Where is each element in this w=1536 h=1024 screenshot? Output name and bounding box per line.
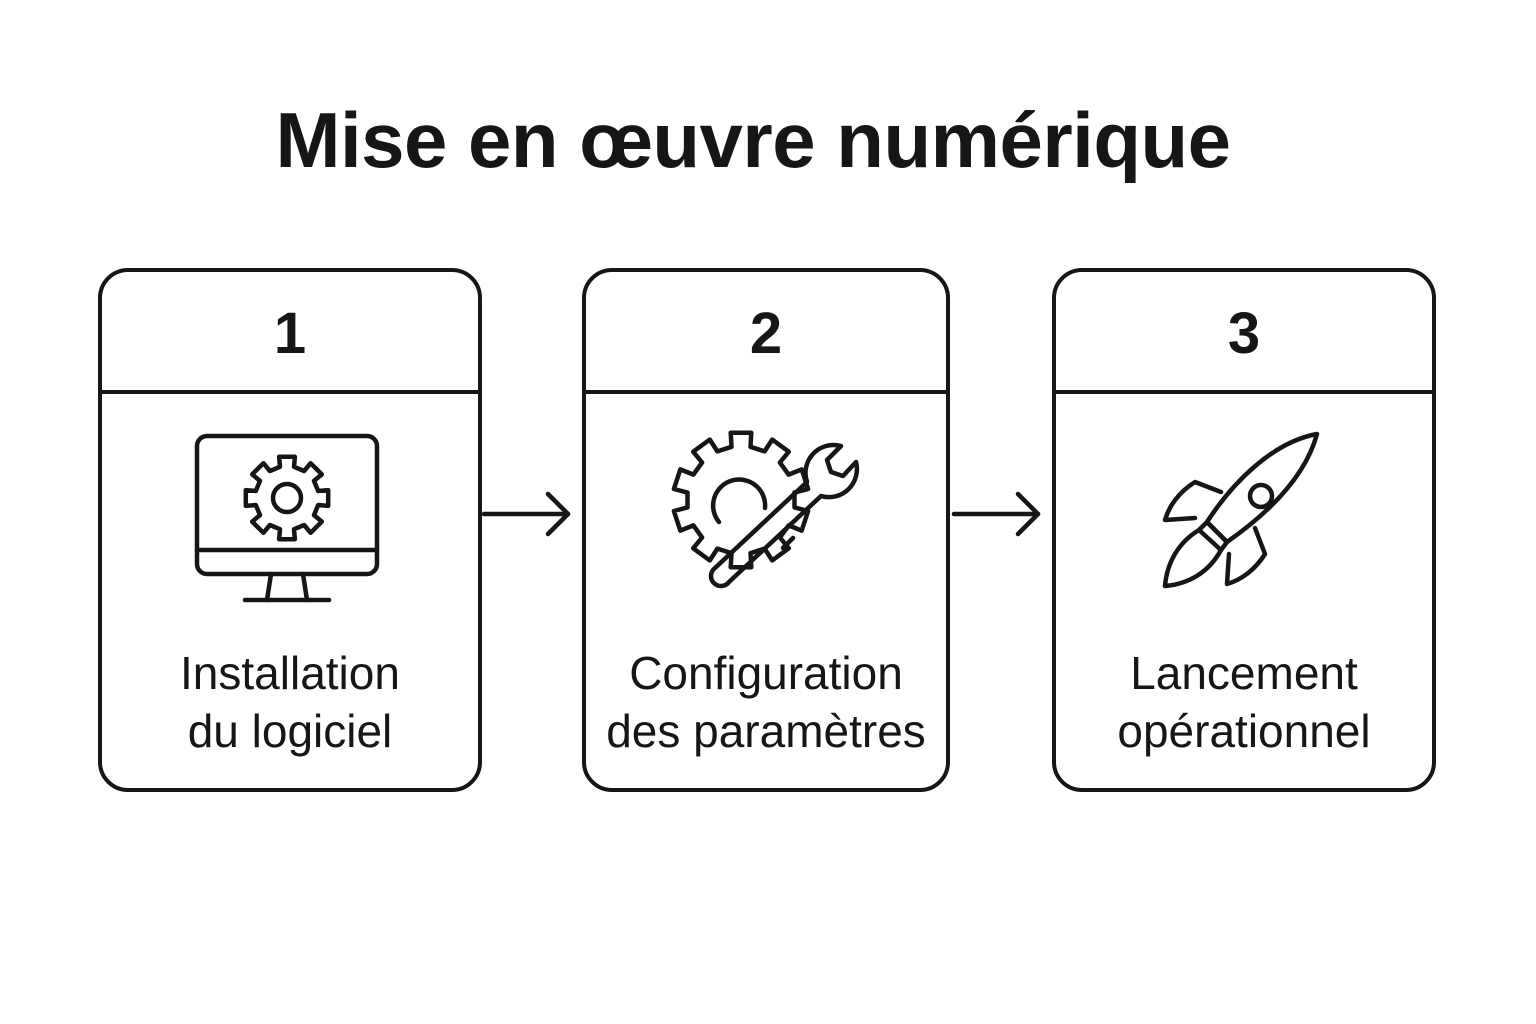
step-header-2: 2 <box>586 272 946 394</box>
step-number: 2 <box>749 301 783 366</box>
step-number: 3 <box>1227 301 1261 366</box>
step-label-1: Installation du logiciel <box>102 644 478 760</box>
step-label-line1: Lancement <box>1130 647 1358 699</box>
step-number: 1 <box>273 301 307 366</box>
step-label-line1: Installation <box>180 647 400 699</box>
step-header-1: 1 <box>102 272 478 394</box>
arrow-right-icon <box>951 491 1041 537</box>
step-label-3: Lancement opérationnel <box>1056 644 1432 760</box>
step-label-line1: Configuration <box>629 647 903 699</box>
step-label-line2: opérationnel <box>1117 705 1371 757</box>
rocket-icon <box>1162 431 1320 589</box>
diagram-title: Mise en œuvre numérique <box>275 96 1231 184</box>
monitor-gear-icon <box>194 433 380 603</box>
gear-wrench-icon <box>671 430 860 589</box>
step-card-2: 2 Configuration des paramètres <box>582 268 950 792</box>
step-header-3: 3 <box>1056 272 1432 394</box>
arrow-right-icon <box>481 491 571 537</box>
step-label-line2: des paramètres <box>606 705 926 757</box>
step-card-1: 1 Installation du logiciel <box>98 268 482 792</box>
step-label-2: Configuration des paramètres <box>586 644 946 760</box>
step-label-line2: du logiciel <box>187 705 393 757</box>
step-card-3: 3 Lancement opérationnel <box>1052 268 1436 792</box>
